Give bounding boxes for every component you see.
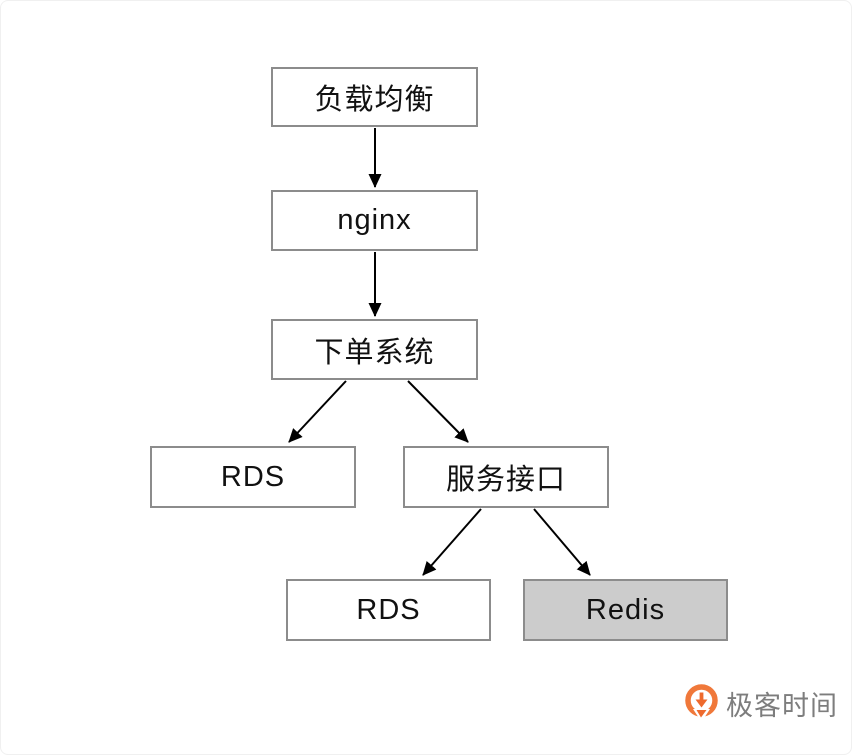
edge-service-api-to-redis <box>533 508 591 576</box>
edge-order-system-to-rds <box>288 380 347 443</box>
node-nginx: nginx <box>271 190 478 251</box>
node-label: 服务接口 <box>445 464 566 496</box>
node-order-system: 下单系统 <box>271 319 478 380</box>
node-label: 负载均衡 <box>314 84 435 116</box>
node-label: 下单系统 <box>314 336 435 369</box>
node-label: RDS <box>356 593 421 626</box>
node-label: RDS <box>220 460 286 493</box>
geektime-logo-text: 极客时间 <box>726 690 838 721</box>
edge-order-system-to-service-api <box>407 380 469 443</box>
node-label: Redis <box>585 593 666 626</box>
node-service-api: 服务接口 <box>403 446 609 508</box>
geektime-logo: 极客时间 <box>683 683 838 723</box>
geektime-q-arrow-icon <box>685 684 718 722</box>
edge-service-api-to-rds <box>422 508 482 576</box>
node-load-balancer: 负载均衡 <box>271 67 478 127</box>
node-redis: Redis <box>523 579 728 641</box>
node-rds-bottom: RDS <box>286 579 491 641</box>
node-label: nginx <box>337 204 412 236</box>
node-rds-left: RDS <box>150 446 356 508</box>
